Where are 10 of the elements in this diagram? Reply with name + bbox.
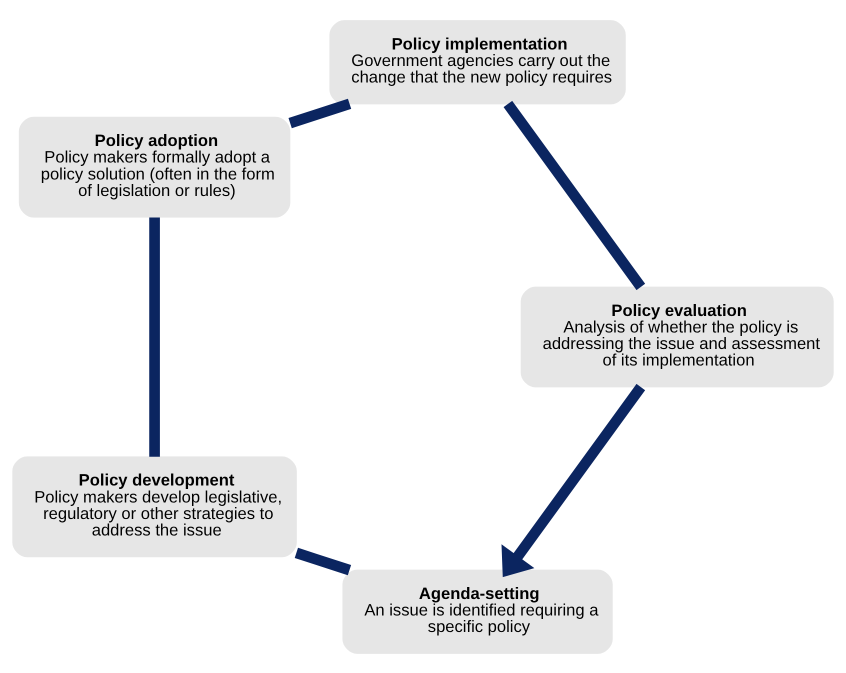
node-box: Policy implementation Government agencies carry out the change that the new policy requires bbox=[329, 20, 626, 104]
node-box: Policy adoption Policy makers formally adopt a policy solution (often in the form of legislation or rules) bbox=[18, 116, 290, 218]
node-box: Agenda-setting An issue is identified requiring a specific policy bbox=[342, 569, 613, 654]
connector bbox=[149, 217, 160, 456]
connector bbox=[294, 547, 352, 575]
connector bbox=[288, 98, 352, 128]
connector bbox=[504, 100, 646, 290]
arrow bbox=[502, 383, 646, 577]
node-box: Policy evaluation Analysis of whether the policy is addressing the issue and assessment of its implementation bbox=[520, 286, 834, 387]
node-box: Policy development Policy makers develop legislative, regulatory or other strategies to address the issue bbox=[12, 456, 297, 557]
